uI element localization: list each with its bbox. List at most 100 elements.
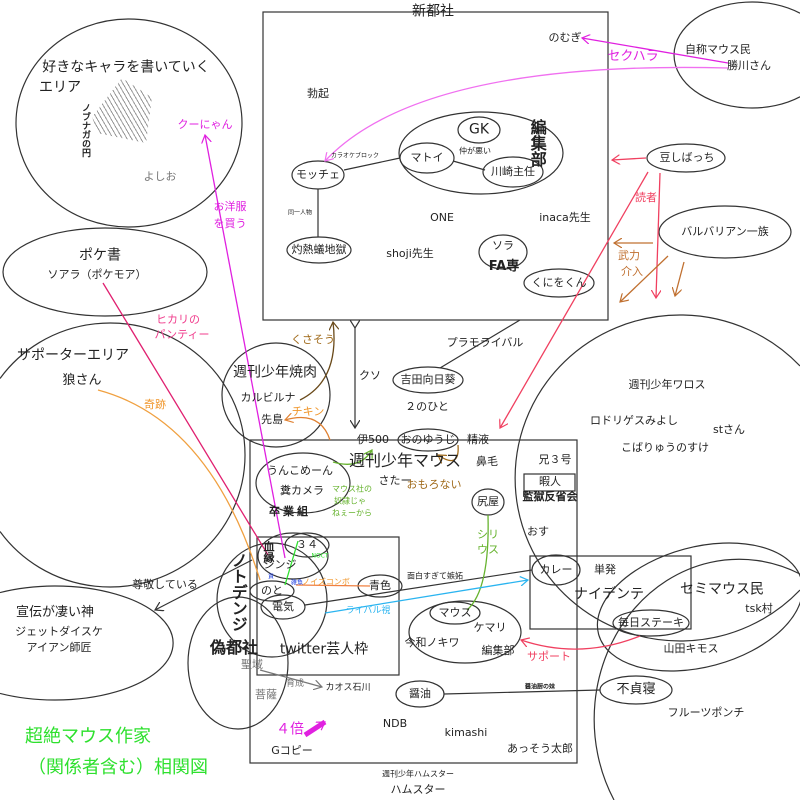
semimouse-title: セミマウス民 [680, 581, 764, 598]
hikari1: ヒカリの [156, 312, 200, 326]
favorite-area-title: 好きなキャラを書いていく [42, 59, 210, 76]
chaos: カオス石川 [325, 683, 371, 694]
i500: 伊500 [357, 432, 389, 446]
siri2: ウス [477, 542, 499, 556]
iron: アイアン師匠 [26, 640, 92, 654]
bokki: 勃起 [307, 86, 329, 100]
mouse-title: 週刊少年マウス [348, 451, 462, 471]
hikari2: パンティー [154, 327, 210, 341]
sotsugyo: 卒業組 [269, 504, 311, 518]
sonkei: 尊敬している [132, 577, 198, 591]
himajin-box [523, 473, 576, 492]
noise-combo: ノイズコンボ [302, 577, 350, 587]
sata: さたー [378, 473, 412, 487]
futari: ２のひと [405, 399, 449, 413]
yakiniku-title: 週刊少年焼肉 [233, 364, 317, 381]
henshubu-label: 編集部 [527, 119, 547, 167]
mitsugu: 貢 [267, 573, 275, 581]
sakishima: 先島 [261, 412, 283, 426]
kusasou: くさそう [291, 332, 335, 346]
diagram-title: 超絶マウス作家 [25, 726, 151, 748]
yamada: 山田キモス [663, 641, 719, 655]
doitsu: 同一人物 [287, 209, 313, 217]
supporter-area: サポーターエリア [17, 347, 129, 364]
zako: 雑魚 [290, 579, 304, 587]
diagram-subtitle: （関係者含む）相関図 [28, 757, 208, 779]
sekuhara-label: セクハラ [607, 48, 659, 64]
ndb: NDB [382, 716, 408, 730]
mouse-box [249, 439, 578, 764]
naidente-title: ナイデンテ [574, 586, 644, 603]
yoshida: 吉田向日葵 [400, 372, 456, 386]
buryoku: 武力 [618, 248, 640, 262]
twitter-box [256, 536, 400, 676]
hamster-weekly: 週刊少年ハムスター [382, 769, 454, 779]
dorei1: マウス社の [332, 484, 372, 494]
shoyu-imo: 醤油厨の妹 [524, 683, 556, 691]
barbarian: バルバリアン一族 [681, 224, 769, 238]
kainyu: 介入 [621, 264, 643, 278]
omoshiro: 面白すぎて嫉妬 [407, 571, 463, 581]
nobunaga-label: ノブナガの円 [79, 103, 90, 157]
kuso: クソ [359, 368, 381, 382]
kawasaki: 川崎主任 [491, 164, 535, 178]
n34: ３４ [296, 537, 318, 551]
kiseki: 奇跡 [144, 397, 166, 411]
tsk: tsk村 [745, 601, 773, 615]
rodorigesu: ロドリゲスみよし [590, 413, 678, 427]
favorite-area-circle [15, 18, 243, 228]
warosu-circle [514, 314, 800, 642]
seiiki: 聖域 [241, 657, 263, 671]
kuniwo: くにをくん [531, 275, 587, 289]
shintosha-box [262, 11, 609, 321]
unko: うんこめーん [267, 463, 333, 477]
yoshio: よしお [143, 169, 177, 183]
pokesho-ellipse [2, 227, 208, 317]
katsukawa: 勝川さん [727, 58, 771, 72]
warosu-title: 週刊少年ワロス [628, 377, 706, 391]
aoiro: 青色 [369, 578, 391, 592]
mouse2: マウス [438, 605, 472, 619]
chikin: チキン [291, 404, 325, 418]
sora: ソラ [492, 238, 514, 252]
ani3: 兄３号 [538, 452, 572, 466]
nomugi: のむぎ [548, 30, 582, 44]
dorei3: ねぇーから [332, 508, 372, 518]
mouse-henshubu: 編集部 [481, 643, 515, 657]
semimouse-ellipse [596, 542, 800, 672]
yofuku1: お洋服 [213, 199, 247, 213]
ookami: 狼さん [62, 372, 102, 388]
siri1: シリ [477, 527, 499, 541]
karaoke: カラオケブロック [330, 152, 380, 160]
karubi: カルビルナ [240, 390, 296, 404]
shiriya: 尻屋 [477, 494, 499, 508]
kemari: ケマリ [473, 620, 507, 634]
steak: 毎日ステーキ [618, 615, 684, 629]
nisetosha: 偽都社 [209, 638, 259, 658]
noto: のと [261, 583, 283, 597]
ketsuen: 血縁 [262, 541, 276, 563]
notodenji-circle [216, 542, 328, 658]
ikusei: 育成 [285, 679, 305, 690]
naidente-box [529, 555, 692, 630]
jisho-mouse: 自称マウス民 [685, 42, 751, 56]
seieki: 精液 [467, 432, 489, 446]
kuso-camera: 糞カメラ [280, 483, 324, 497]
matoi: マトイ [410, 150, 444, 164]
shakunetsu: 灼熱蟻地獄 [291, 242, 347, 256]
rival: ライバル視 [345, 606, 391, 617]
futene: 不貞寝 [616, 681, 656, 697]
pokesho: ポケ書 [79, 247, 121, 264]
supporter-circle [0, 322, 246, 588]
shoyu: 醤油 [409, 686, 431, 700]
twitter: twitter芸人枠 [279, 641, 369, 658]
ono: おのゆうじ [400, 432, 456, 446]
kangoku: 監獄反省会 [522, 489, 578, 503]
shoji: shoji先生 [386, 246, 434, 260]
denki: 電気 [272, 599, 294, 613]
soara: ソアラ（ポケモア） [47, 267, 147, 281]
naka-warui: 仲が悪い [459, 146, 491, 156]
kobaryu: こばりゅうのすけ [621, 440, 709, 454]
notodenji: ノトデンジ [228, 552, 248, 632]
